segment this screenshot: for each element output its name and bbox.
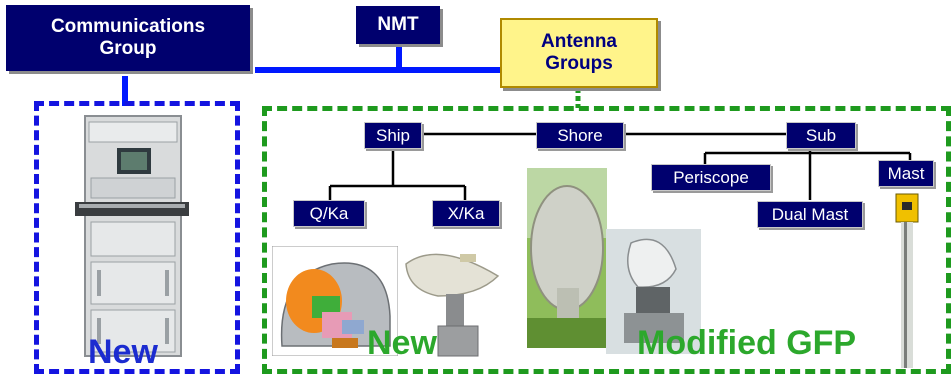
antenna-groups-label: Antenna Groups [541, 31, 617, 74]
new-label-left: New [88, 333, 158, 371]
communications-group-box: Communications Group [6, 5, 250, 71]
ship-label: Ship [375, 125, 411, 145]
equipment-rack-image [75, 115, 189, 357]
mast-node: Mast [878, 160, 934, 187]
x-ka-node: X/Ka [432, 200, 500, 227]
submarine-mast-image [895, 193, 919, 368]
new-equipment-boundary [34, 101, 240, 374]
modified-gfp-label: Modified GFP [637, 324, 857, 362]
dual-mast-label: Dual Mast [771, 204, 849, 224]
shore-antenna-image [527, 168, 607, 348]
periscope-label: Periscope [673, 167, 749, 187]
nmt-label: NMT [377, 14, 419, 36]
dual-mast-node: Dual Mast [757, 201, 863, 228]
q-ka-label: Q/Ka [309, 203, 349, 223]
periscope-node: Periscope [651, 164, 771, 191]
q-ka-node: Q/Ka [293, 200, 365, 227]
antenna-groups-box: Antenna Groups [500, 18, 658, 88]
shore-node: Shore [536, 122, 624, 149]
ship-node: Ship [364, 122, 422, 149]
ship-terminal-cutaway-image [272, 246, 398, 356]
shore-label: Shore [557, 125, 603, 145]
sub-label: Sub [805, 125, 837, 145]
modified-shore-antenna-image [606, 229, 701, 354]
x-ka-label: X/Ka [447, 203, 485, 223]
new-label-center: New [367, 324, 437, 362]
mast-label: Mast [887, 163, 925, 183]
nmt-box: NMT [356, 6, 440, 44]
ship-dish-antenna-image [405, 253, 500, 357]
sub-node: Sub [786, 122, 856, 149]
communications-group-label: Communications Group [50, 16, 206, 59]
antenna-groups-boundary [262, 106, 951, 374]
